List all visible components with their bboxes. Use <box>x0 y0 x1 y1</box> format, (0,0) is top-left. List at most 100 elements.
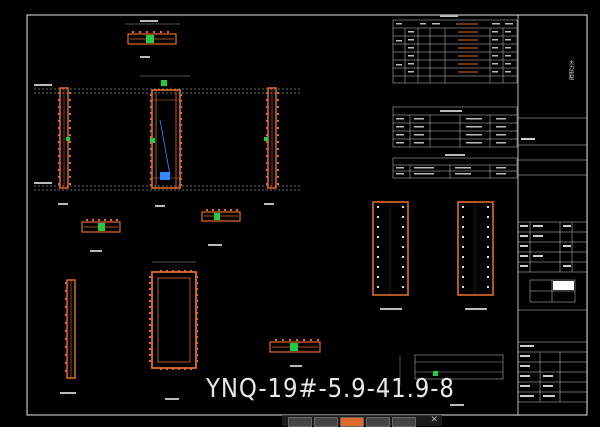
rebar-dot <box>139 31 141 33</box>
rebar-dot <box>58 155 60 157</box>
rebar-dot <box>58 134 60 136</box>
rebar-dot <box>65 354 67 356</box>
rebar-dot <box>146 31 148 33</box>
rebar-dot <box>462 266 464 268</box>
rebar-dot <box>277 169 279 171</box>
rebar-dot <box>69 141 71 143</box>
status-tab-3[interactable] <box>340 417 364 427</box>
status-tab-5[interactable] <box>392 417 416 427</box>
rebar-dot <box>377 236 379 238</box>
rebar-dot <box>160 31 162 33</box>
rebar-dot <box>487 216 489 218</box>
rebar-dot <box>178 368 180 370</box>
rebar-dot <box>150 148 152 150</box>
rebar-dot <box>180 166 182 168</box>
rebar-dot <box>277 99 279 101</box>
rebar-dot <box>462 236 464 238</box>
rebar-dot <box>462 246 464 248</box>
status-tab-4[interactable] <box>366 417 390 427</box>
status-tab-2[interactable] <box>314 417 338 427</box>
rebar-dot <box>150 142 152 144</box>
rebar-dot <box>377 276 379 278</box>
rebar-dot <box>377 256 379 258</box>
rebar-dot <box>206 209 208 211</box>
rebar-schedule-shapes <box>456 23 478 73</box>
rebar-dot <box>69 127 71 129</box>
rebar-dot <box>180 106 182 108</box>
rebar-dot <box>110 219 112 221</box>
rebar-dot <box>196 318 198 320</box>
rebar-dot <box>266 162 268 164</box>
rebar-dot <box>266 120 268 122</box>
rebar-dot <box>487 246 489 248</box>
rebar-dot <box>150 100 152 102</box>
rebar-dot <box>116 219 118 221</box>
rebar-dot <box>196 336 198 338</box>
rebar-dot <box>69 176 71 178</box>
section-a-view <box>81 221 121 252</box>
rebar-dot <box>180 130 182 132</box>
rebar-dot <box>196 342 198 344</box>
rebar-dot <box>86 219 88 221</box>
rebar-dot <box>277 127 279 129</box>
rebar-dot <box>196 324 198 326</box>
rebar-dot <box>236 209 238 211</box>
rebar-dot <box>266 148 268 150</box>
rebar-dot <box>69 162 71 164</box>
rebar-dot <box>277 148 279 150</box>
rebar-dot <box>277 134 279 136</box>
rebar-dot <box>462 286 464 288</box>
section-2-view <box>60 279 76 394</box>
elevation-reference-lines <box>34 88 300 191</box>
rebar-dot <box>180 112 182 114</box>
rebar-dot <box>462 276 464 278</box>
rebar-dot <box>166 368 168 370</box>
center-elevation <box>140 75 190 207</box>
rebar-dot <box>65 306 67 308</box>
rebar-dot <box>266 99 268 101</box>
plan-view-left <box>372 201 409 310</box>
rebar-dot <box>58 141 60 143</box>
titleblock <box>518 117 587 403</box>
rebar-dot <box>266 92 268 94</box>
rebar-dot <box>377 266 379 268</box>
rebar-dot <box>277 141 279 143</box>
status-tab-1[interactable] <box>288 417 312 427</box>
rebar-dot <box>153 31 155 33</box>
rebar-dot <box>266 183 268 185</box>
rebar-dot <box>69 99 71 101</box>
rebar-dot <box>58 169 60 171</box>
rebar-dot <box>58 92 60 94</box>
close-icon[interactable]: ✕ <box>430 415 438 425</box>
rebar-dot <box>58 148 60 150</box>
rebar-dot <box>224 209 226 211</box>
rebar-dot <box>92 219 94 221</box>
rebar-dot <box>149 276 151 278</box>
rebar-dot <box>58 162 60 164</box>
rebar-dot <box>149 312 151 314</box>
rebar-dot <box>402 266 404 268</box>
rebar-dot <box>150 178 152 180</box>
rebar-dot <box>266 106 268 108</box>
rebar-dot <box>149 354 151 356</box>
rebar-dot <box>149 300 151 302</box>
rebar-dot <box>487 256 489 258</box>
rebar-dot <box>180 142 182 144</box>
titleblock-text <box>520 138 571 397</box>
rebar-dot <box>402 236 404 238</box>
top-detail-view <box>125 20 180 58</box>
rebar-dot <box>296 339 298 341</box>
rebar-dot <box>69 106 71 108</box>
rebar-dot <box>230 209 232 211</box>
rebar-dot <box>196 306 198 308</box>
rebar-dot <box>180 178 182 180</box>
rebar-dots <box>58 31 489 372</box>
rebar-dot <box>266 176 268 178</box>
left-column-elevation <box>58 87 70 205</box>
rebar-dot <box>377 226 379 228</box>
rebar-dot <box>196 312 198 314</box>
rebar-dot <box>69 134 71 136</box>
rebar-dot <box>487 226 489 228</box>
rebar-dot <box>58 183 60 185</box>
rebar-dot <box>402 286 404 288</box>
